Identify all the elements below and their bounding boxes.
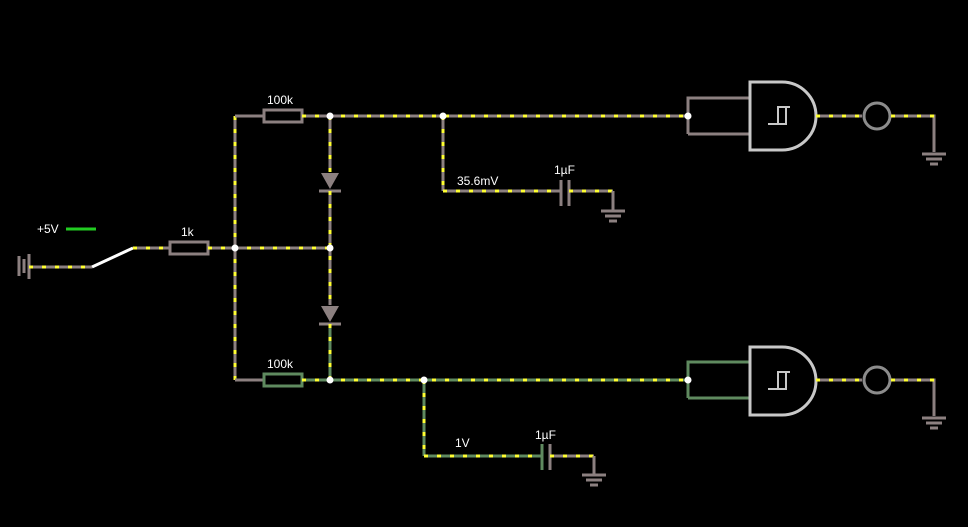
bottom-schmitt-nand-icon[interactable] xyxy=(748,345,818,417)
wire xyxy=(891,114,936,152)
ground-icon xyxy=(582,473,606,487)
schmitt-symbol-icon xyxy=(768,371,790,390)
top-cap-label: 1µF xyxy=(554,163,575,177)
bottom-cap-label: 1µF xyxy=(535,428,556,442)
ground-icon xyxy=(922,152,946,166)
top-resistor[interactable] xyxy=(262,108,304,124)
bottom-resistor-label: 100k xyxy=(267,357,294,371)
switch-lever[interactable] xyxy=(91,246,134,269)
upper-diode-icon[interactable] xyxy=(321,173,339,189)
junction-nodes xyxy=(231,112,692,384)
input-resistor-label: 1k xyxy=(181,225,195,239)
source-label: +5V xyxy=(37,222,59,236)
wire xyxy=(686,360,750,398)
top-resistor-label: 100k xyxy=(267,93,294,107)
bottom-cap-voltage: 1V xyxy=(455,436,470,450)
ground-icon xyxy=(922,416,946,430)
battery-ground xyxy=(17,254,31,279)
top-led-lamp-icon xyxy=(862,101,892,131)
bottom-led-lamp-icon xyxy=(862,365,892,395)
top-cap-voltage: 35.6mV xyxy=(457,174,498,188)
lower-diode-icon[interactable] xyxy=(321,306,339,322)
wire xyxy=(891,378,936,416)
top-schmitt-nand-icon[interactable] xyxy=(748,80,818,152)
wire xyxy=(686,96,750,134)
bottom-resistor[interactable] xyxy=(262,372,304,388)
ground-icon xyxy=(601,209,625,223)
schmitt-symbol-icon xyxy=(768,106,790,125)
input-resistor[interactable] xyxy=(168,240,210,256)
